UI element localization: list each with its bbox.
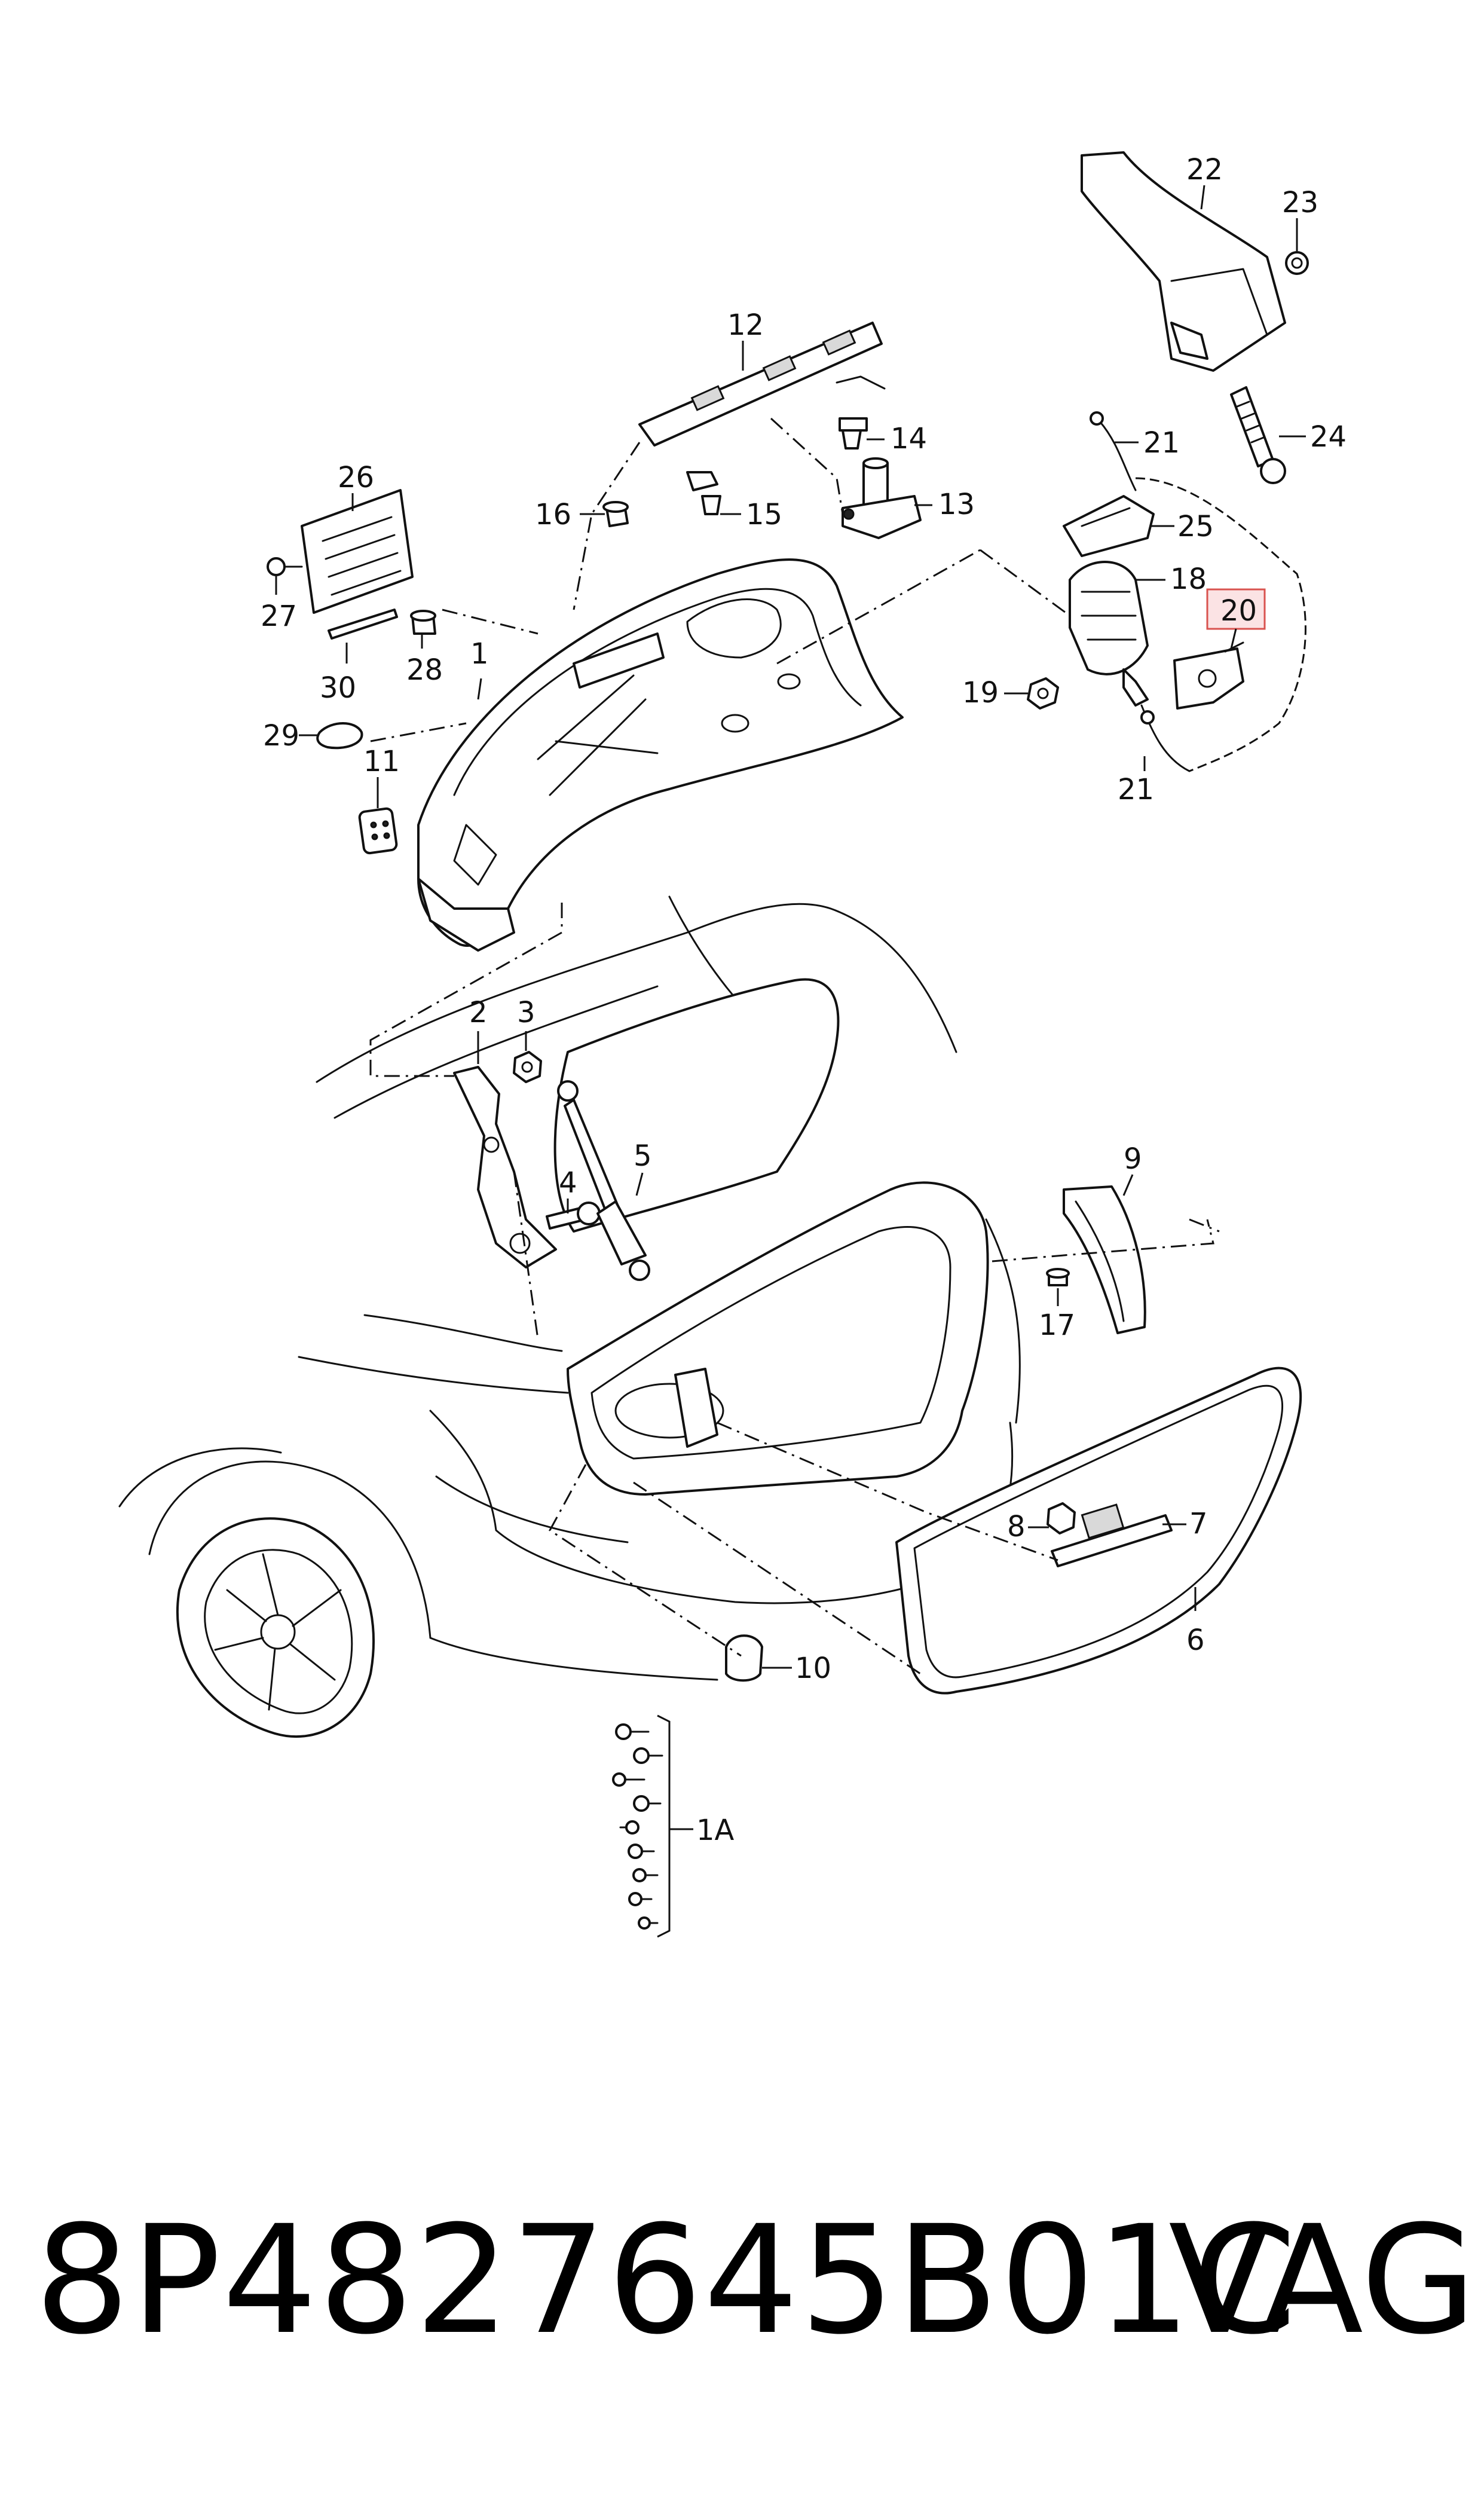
callout-1: 1 bbox=[470, 637, 489, 671]
callout-28: 28 bbox=[406, 653, 443, 687]
grommet-16-part bbox=[602, 501, 629, 527]
callout-8: 8 bbox=[1007, 1510, 1026, 1543]
callout-10: 10 bbox=[795, 1652, 831, 1685]
callout-13: 13 bbox=[938, 488, 975, 521]
nut-3-part bbox=[513, 1051, 542, 1083]
lock-18-part bbox=[1069, 561, 1149, 707]
callout-9: 9 bbox=[1124, 1142, 1142, 1176]
clip-15-part bbox=[686, 471, 721, 515]
screw-27-part bbox=[267, 557, 303, 576]
callout-labels: 1 1A 2 3 4 5 6 7 8 9 10 11 12 bbox=[261, 153, 1347, 1847]
strip-30-part bbox=[328, 609, 398, 640]
callout-17: 17 bbox=[1039, 1309, 1075, 1342]
callout-21-top: 21 bbox=[1143, 426, 1180, 460]
callout-4: 4 bbox=[559, 1166, 577, 1200]
callout-14: 14 bbox=[891, 422, 927, 455]
callout-1a: 1A bbox=[696, 1814, 735, 1847]
callout-29: 29 bbox=[263, 719, 299, 753]
callout-15: 15 bbox=[746, 498, 782, 531]
buffer-29-part bbox=[316, 722, 363, 750]
brand-text: VAG bbox=[1168, 2193, 1477, 2367]
bump-stop-28-part bbox=[410, 610, 436, 635]
callout-30: 30 bbox=[320, 671, 356, 705]
nut-23-part bbox=[1285, 251, 1309, 275]
trunk-lid-part bbox=[417, 558, 904, 952]
callout-18: 18 bbox=[1170, 562, 1207, 596]
trim-9-part bbox=[1063, 1185, 1146, 1334]
callout-27: 27 bbox=[261, 600, 297, 633]
cover-25-part bbox=[1063, 495, 1155, 557]
latch-plate-7-part bbox=[1051, 1503, 1173, 1567]
callout-11: 11 bbox=[363, 745, 400, 778]
callout-7: 7 bbox=[1189, 1507, 1208, 1540]
assembly-lines bbox=[369, 417, 1220, 1675]
callout-20-label: 20 bbox=[1220, 594, 1257, 628]
hinge-2-part bbox=[453, 1066, 557, 1268]
part-number-text: 8P4827645B01C bbox=[35, 2193, 1298, 2367]
nut-19-part bbox=[1027, 677, 1059, 710]
callout-24: 24 bbox=[1310, 420, 1347, 454]
callout-22: 22 bbox=[1186, 153, 1223, 187]
cable-21-part bbox=[1090, 411, 1306, 772]
callout-25: 25 bbox=[1177, 510, 1214, 543]
bolt-24-part bbox=[1230, 386, 1286, 484]
actuator-part bbox=[842, 457, 922, 539]
bolt-4-part bbox=[546, 1202, 601, 1230]
callout-21-bottom: 21 bbox=[1118, 773, 1154, 806]
callout-5: 5 bbox=[634, 1139, 652, 1173]
callout-16: 16 bbox=[535, 498, 571, 531]
plate-20-part bbox=[1173, 641, 1244, 710]
fastener-set-1a-part bbox=[612, 1714, 693, 1938]
nut-8-part bbox=[1047, 1502, 1076, 1534]
buffer-10-part bbox=[725, 1634, 763, 1682]
plate-bracket-part bbox=[301, 489, 414, 614]
callout-23: 23 bbox=[1282, 186, 1318, 219]
pad-11-part bbox=[358, 807, 398, 855]
clip-14-part bbox=[839, 417, 868, 450]
handle-housing-22-part bbox=[1081, 151, 1286, 372]
gas-strut-5-part bbox=[557, 1080, 650, 1281]
callout-12: 12 bbox=[727, 308, 764, 342]
callout-2: 2 bbox=[469, 996, 488, 1029]
car-body-illustration bbox=[118, 895, 1021, 1738]
callout-26: 26 bbox=[338, 461, 374, 494]
clip-17-part bbox=[1046, 1268, 1070, 1286]
callout-19: 19 bbox=[962, 676, 999, 710]
callout-6: 6 bbox=[1186, 1624, 1205, 1657]
callout-3: 3 bbox=[517, 996, 536, 1029]
reinforcement-plate-part bbox=[638, 322, 886, 447]
